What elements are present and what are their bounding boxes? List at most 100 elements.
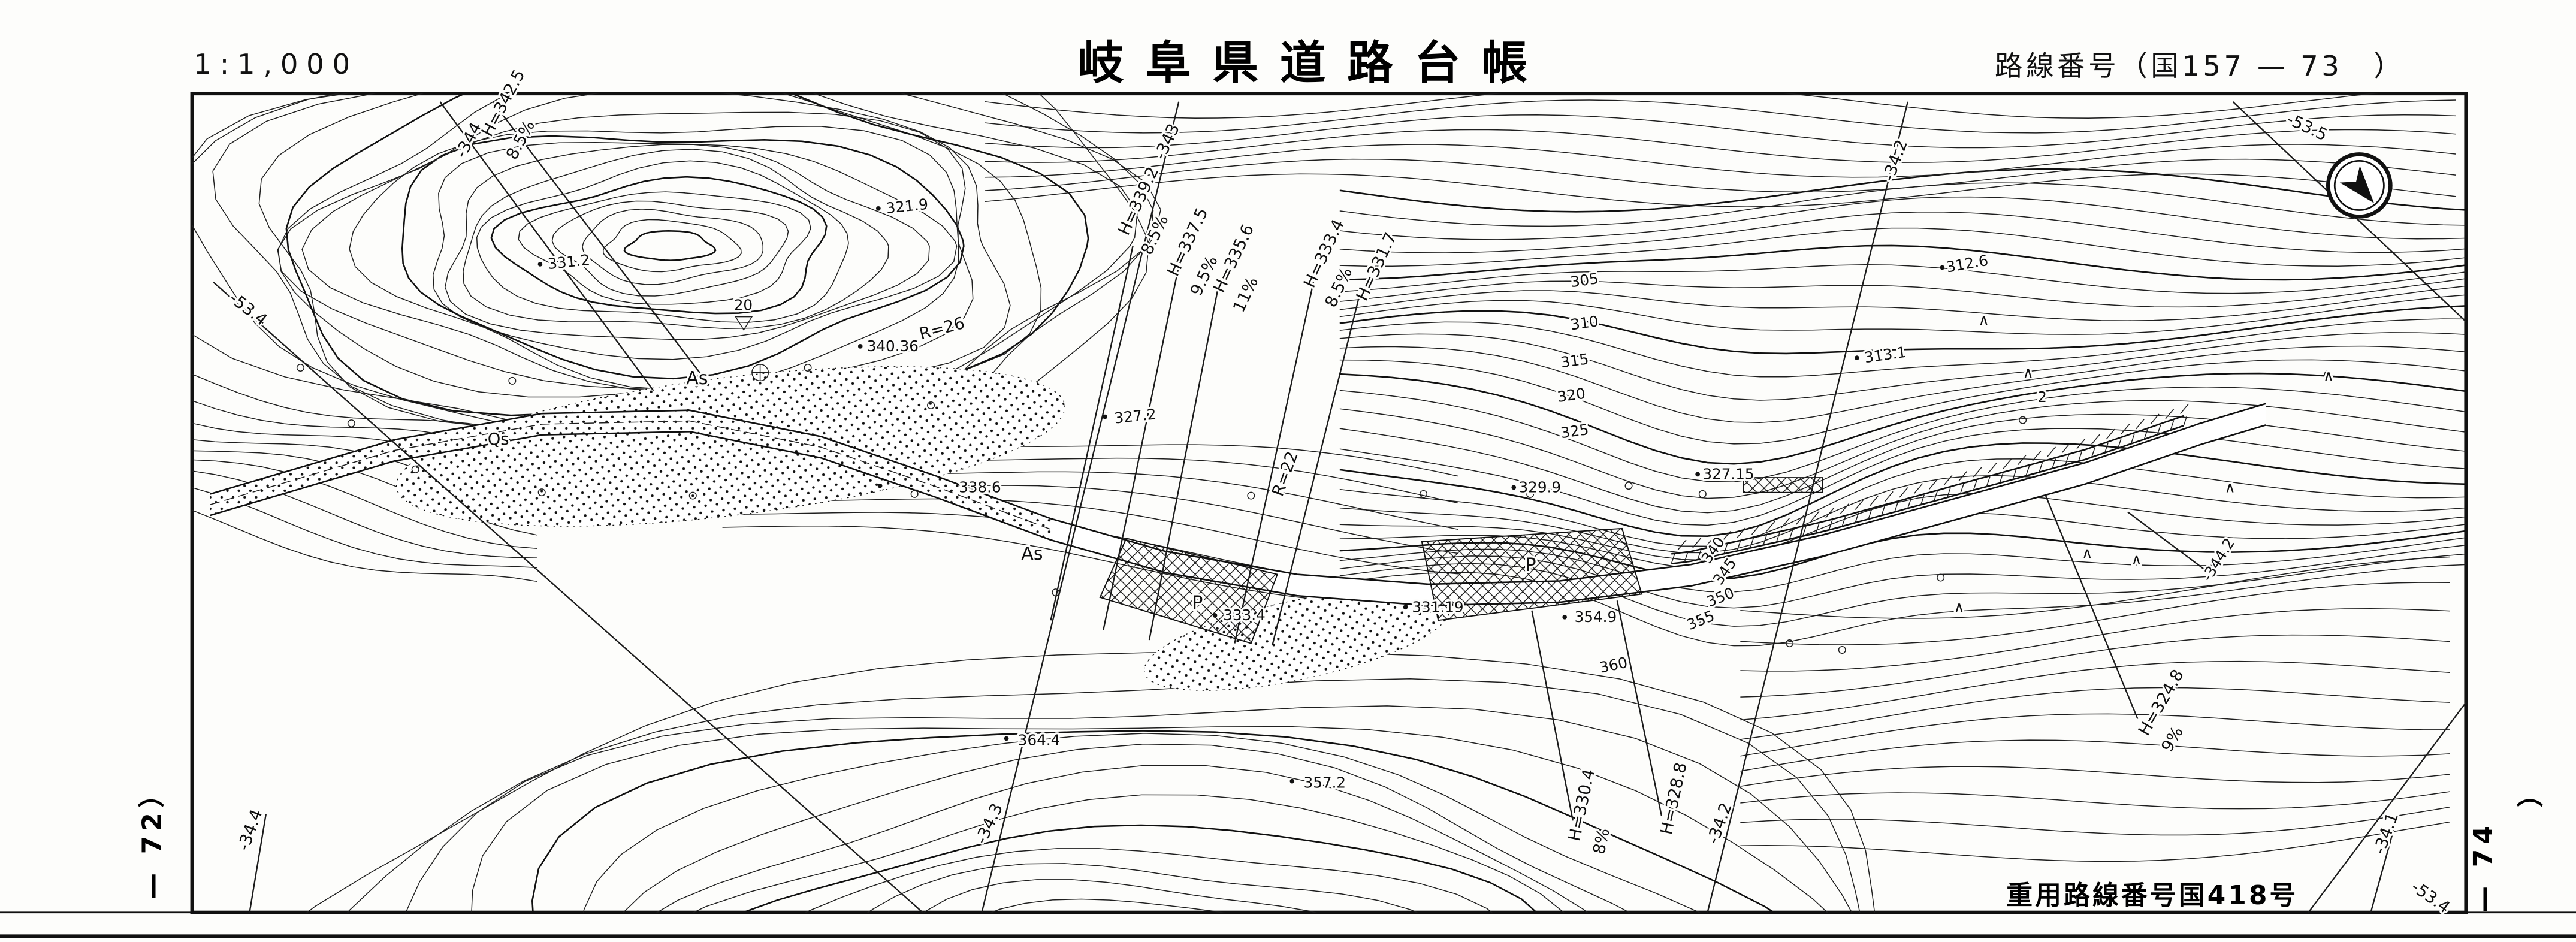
map-label: 329.9 bbox=[1518, 479, 1561, 496]
wall-rung bbox=[2157, 424, 2161, 435]
survey-line bbox=[249, 814, 267, 913]
contour-line bbox=[347, 678, 1861, 913]
contour-line bbox=[985, 93, 2379, 119]
right-edge-paren: ） bbox=[2516, 776, 2547, 807]
contour-line bbox=[623, 230, 717, 261]
wall-rung bbox=[1841, 516, 1846, 527]
slope-hachure bbox=[1870, 495, 1879, 506]
spot-elevation-dot bbox=[1212, 613, 1218, 618]
slope-hachure bbox=[1737, 527, 1746, 538]
road-corridor bbox=[210, 366, 2266, 691]
leader-line bbox=[1531, 610, 1574, 821]
contour-line bbox=[1339, 244, 2466, 281]
contour-line bbox=[433, 141, 958, 360]
slope-hachure bbox=[2165, 408, 2175, 419]
contour-line bbox=[1339, 400, 2466, 499]
contour-line bbox=[1339, 372, 2466, 465]
wall-rung bbox=[1933, 491, 1938, 502]
contour-line bbox=[985, 99, 2456, 134]
wall-rung bbox=[1920, 494, 1925, 505]
spot-height-circle bbox=[688, 491, 697, 500]
contour-line bbox=[1740, 582, 2450, 645]
spot-elevation-dot bbox=[877, 483, 883, 488]
crosshatch-area bbox=[1421, 527, 1643, 621]
spot-height-circle bbox=[2019, 416, 2027, 424]
contour-line bbox=[192, 459, 537, 550]
map-frame bbox=[0, 92, 2576, 938]
map-label: -53.4 bbox=[226, 289, 271, 330]
slope-hachure bbox=[2121, 424, 2130, 434]
slope-hachure bbox=[2076, 438, 2086, 449]
contour-line bbox=[1740, 660, 2450, 721]
slope-hachure bbox=[1988, 463, 1997, 473]
spot-height-circle bbox=[1786, 639, 1794, 648]
contour-line bbox=[445, 144, 930, 340]
contour-line bbox=[192, 487, 537, 569]
contour-line bbox=[1339, 227, 2466, 267]
spot-height-circle bbox=[1698, 490, 1707, 498]
map-scale: 1:1,000 bbox=[194, 48, 358, 80]
contour-line bbox=[306, 651, 1876, 913]
wall-rung bbox=[1946, 487, 1951, 498]
map-label: 333.4 bbox=[1223, 606, 1266, 624]
map-label: -344.2 bbox=[2198, 535, 2238, 585]
spot-elevation-dot bbox=[876, 206, 881, 211]
contour-line bbox=[1339, 168, 2466, 213]
slope-hachure bbox=[1810, 511, 1820, 522]
slope-hachure bbox=[1795, 514, 1805, 525]
wall-rung bbox=[1999, 473, 2004, 484]
spot-height-circle bbox=[1526, 490, 1535, 498]
leader-line bbox=[1050, 246, 1134, 621]
retaining-wall bbox=[1671, 403, 2189, 565]
contour-line bbox=[1740, 556, 2450, 619]
spot-height-circle bbox=[1247, 491, 1255, 500]
wall-rung bbox=[1973, 480, 1977, 491]
spot-height-circle bbox=[910, 490, 919, 498]
contour-line bbox=[1740, 791, 2450, 810]
slope-hachure bbox=[1914, 483, 1923, 494]
wall-rung bbox=[2143, 429, 2148, 440]
contour-line bbox=[1740, 634, 2450, 698]
map-label: 331.2 bbox=[547, 251, 591, 273]
contour-line bbox=[1740, 766, 2450, 787]
slope-hachure bbox=[1884, 491, 1894, 502]
survey-line bbox=[2370, 817, 2398, 913]
contour-line bbox=[531, 730, 1775, 913]
contour-line bbox=[1339, 182, 2466, 227]
vegetation-mark: ∧ bbox=[2023, 364, 2034, 381]
map-label: P bbox=[1525, 555, 1536, 576]
contour-line bbox=[1339, 318, 2466, 378]
map-label: 8.5% bbox=[1138, 212, 1173, 258]
map-label: -34.4 bbox=[234, 807, 266, 853]
slope-hachure bbox=[2032, 451, 2042, 461]
contour-line bbox=[623, 743, 1630, 913]
map-label: As bbox=[686, 368, 708, 389]
contour-line bbox=[602, 219, 742, 273]
map-label: 338.6 bbox=[959, 479, 1001, 496]
wall-rung bbox=[2012, 469, 2017, 480]
map-label: R=26 bbox=[917, 314, 967, 344]
slope-hachure bbox=[1722, 531, 1731, 542]
contour-line bbox=[1740, 739, 2450, 772]
survey-line bbox=[492, 101, 707, 382]
spot-elevation-dot bbox=[1855, 355, 1859, 360]
shared-route-label: 重用路線番号国418号 bbox=[2006, 880, 2298, 911]
spot-height-circle bbox=[347, 419, 355, 428]
contour-line bbox=[1339, 285, 2466, 321]
spot-height-circle bbox=[1420, 490, 1428, 498]
slope-hachure bbox=[2061, 442, 2071, 453]
map-label: 320 bbox=[1556, 385, 1587, 406]
wall-rung bbox=[1868, 509, 1873, 520]
contour-line bbox=[692, 794, 1565, 913]
contour-line bbox=[583, 733, 1701, 913]
wall-rung bbox=[2078, 451, 2082, 462]
contour-line bbox=[582, 209, 764, 285]
contour-line bbox=[1339, 413, 2466, 514]
leader-line bbox=[2045, 495, 2139, 719]
road-centerline bbox=[210, 420, 1051, 530]
contour-line bbox=[1339, 305, 2466, 355]
vegetation-mark: ∧ bbox=[2131, 551, 2142, 568]
contour-line bbox=[1339, 475, 2466, 554]
wall-rung bbox=[1710, 547, 1715, 557]
